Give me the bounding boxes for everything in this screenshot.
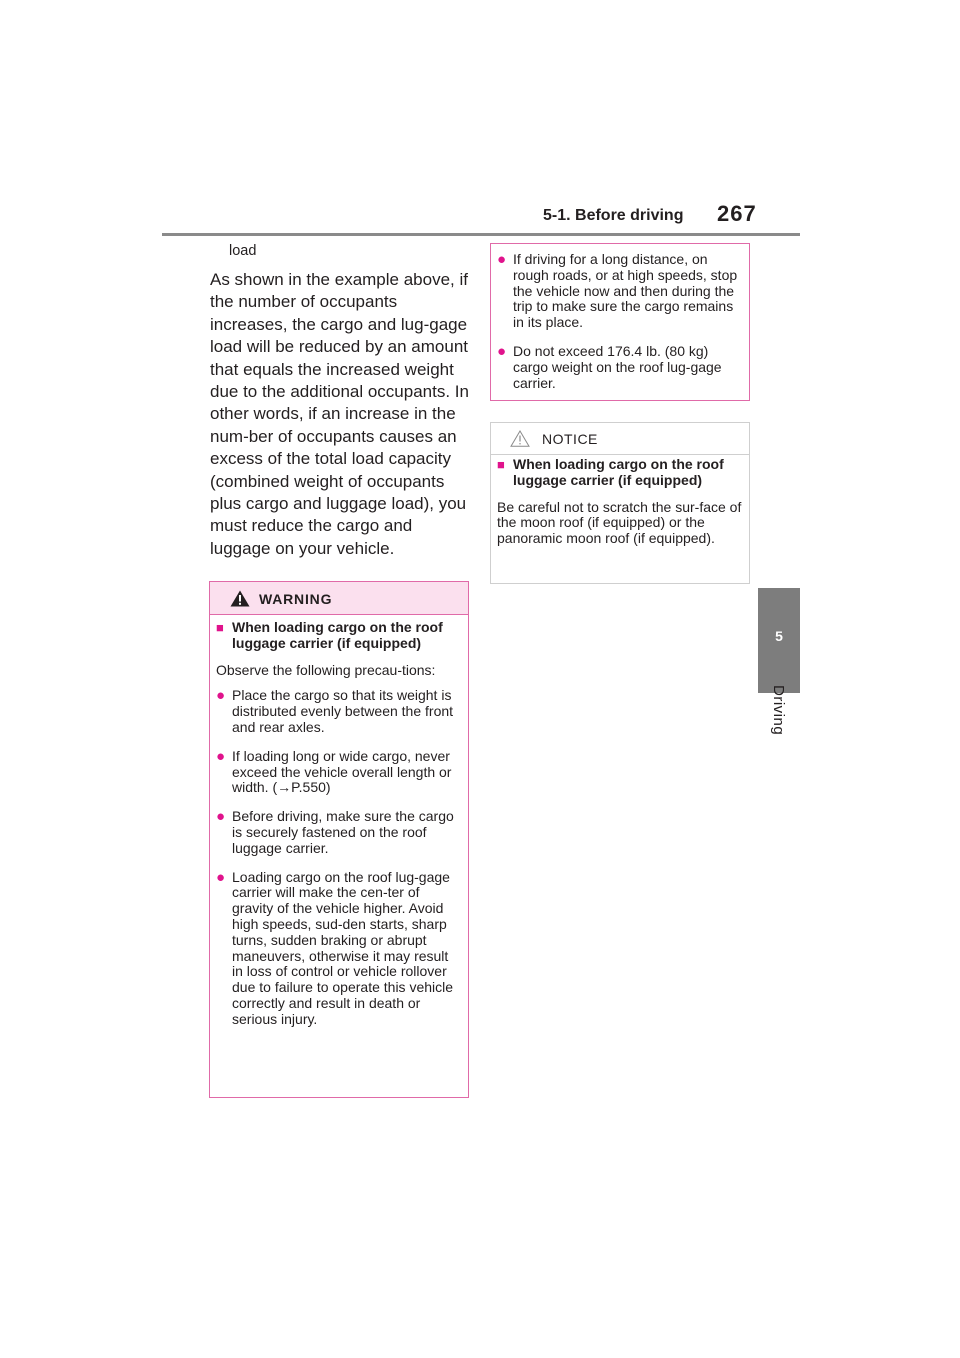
warning-title: WARNING bbox=[259, 591, 333, 607]
warning-bullet-text: Place the cargo so that its weight is di… bbox=[232, 687, 454, 735]
bullet-dot-icon: ● bbox=[497, 251, 507, 268]
warning-intro: Observe the following precau-tions: bbox=[216, 661, 436, 678]
warning-bullet: ● Loading cargo on the roof lug-gage car… bbox=[216, 868, 461, 1028]
notice-title: NOTICE bbox=[542, 431, 598, 447]
load-fragment: load bbox=[229, 243, 257, 259]
warning-bullet: ● If driving for a long distance, on rou… bbox=[497, 251, 742, 331]
warning-bullet: ● Before driving, make sure the cargo is… bbox=[216, 808, 461, 856]
section-title: 5-1. Before driving bbox=[543, 207, 684, 224]
square-bullet-icon: ■ bbox=[497, 457, 505, 472]
square-bullet-icon: ■ bbox=[216, 620, 224, 635]
notice-content: ■ When loading cargo on the roof luggage… bbox=[497, 456, 742, 547]
chapter-tab bbox=[758, 588, 800, 693]
body-paragraph: As shown in the example above, if the nu… bbox=[210, 270, 469, 558]
warning-bullet: ● If loading long or wide cargo, never e… bbox=[216, 747, 461, 796]
page-number: 267 bbox=[717, 201, 757, 226]
notice-heading: ■ When loading cargo on the roof luggage… bbox=[497, 456, 742, 489]
bullet-dot-icon: ● bbox=[216, 687, 226, 705]
notice-box: NOTICE ■ When loading cargo on the roof … bbox=[490, 422, 750, 584]
header-rule bbox=[162, 233, 800, 236]
warning-header: WARNING bbox=[210, 582, 468, 615]
bullet-dot-icon: ● bbox=[216, 808, 226, 826]
warning-bullet: ● Do not exceed 176.4 lb. (80 kg) cargo … bbox=[497, 342, 742, 391]
warning-bullet-text: Do not exceed 176.4 lb. (80 kg) cargo we… bbox=[513, 342, 722, 391]
warning-bullet-text: If loading long or wide cargo, never exc… bbox=[232, 747, 452, 796]
warning-bullet-text: Before driving, make sure the cargo is s… bbox=[232, 808, 454, 856]
warning-triangle-icon bbox=[230, 590, 250, 607]
warning-bullet: ● Place the cargo so that its weight is … bbox=[216, 688, 461, 735]
warning-heading: ■ When loading cargo on the roof luggage… bbox=[216, 619, 461, 652]
warning-bullet-text: If driving for a long distance, on rough… bbox=[513, 251, 738, 331]
notice-triangle-icon bbox=[510, 430, 530, 447]
warning-continued-box: ● If driving for a long distance, on rou… bbox=[490, 243, 750, 401]
warning-continued-content: ● If driving for a long distance, on rou… bbox=[497, 251, 742, 391]
notice-body: Be careful not to scratch the sur-face o… bbox=[497, 498, 742, 547]
bullet-dot-icon: ● bbox=[216, 747, 226, 765]
notice-heading-text: When loading cargo on the roof luggage c… bbox=[513, 456, 724, 488]
bullet-dot-icon: ● bbox=[216, 868, 226, 886]
chapter-tab-number: 5 bbox=[775, 628, 783, 644]
warning-box: WARNING ■ When loading cargo on the roof… bbox=[209, 581, 469, 1098]
notice-divider bbox=[491, 454, 749, 455]
warning-bullet-text: Loading cargo on the roof lug-gage carri… bbox=[232, 868, 454, 1027]
chapter-tab-label: Driving bbox=[770, 685, 787, 736]
warning-content: ■ When loading cargo on the roof luggage… bbox=[216, 619, 461, 1028]
bullet-dot-icon: ● bbox=[497, 342, 507, 360]
warning-heading-text: When loading cargo on the roof luggage c… bbox=[232, 619, 443, 651]
